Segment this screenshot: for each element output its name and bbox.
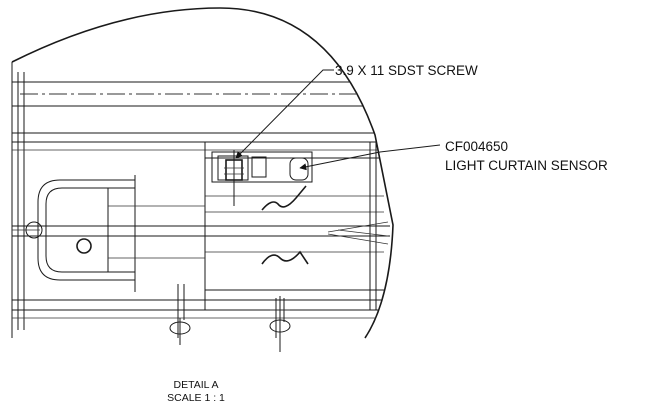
bottom-fasteners <box>169 296 291 352</box>
screw-leader-line <box>235 69 334 159</box>
sensor-part-number: CF004650 <box>445 139 508 154</box>
sensor-leader-line <box>299 144 441 171</box>
detail-boundary <box>11 7 394 339</box>
detail-scale: SCALE 1 : 1 <box>167 392 225 404</box>
screw-callout-label: 3.9 X 11 SDST SCREW <box>335 63 478 78</box>
sensor-callout-label: LIGHT CURTAIN SENSOR <box>445 158 608 173</box>
detail-title: DETAIL A <box>174 379 219 391</box>
detail-geometry <box>12 72 390 338</box>
